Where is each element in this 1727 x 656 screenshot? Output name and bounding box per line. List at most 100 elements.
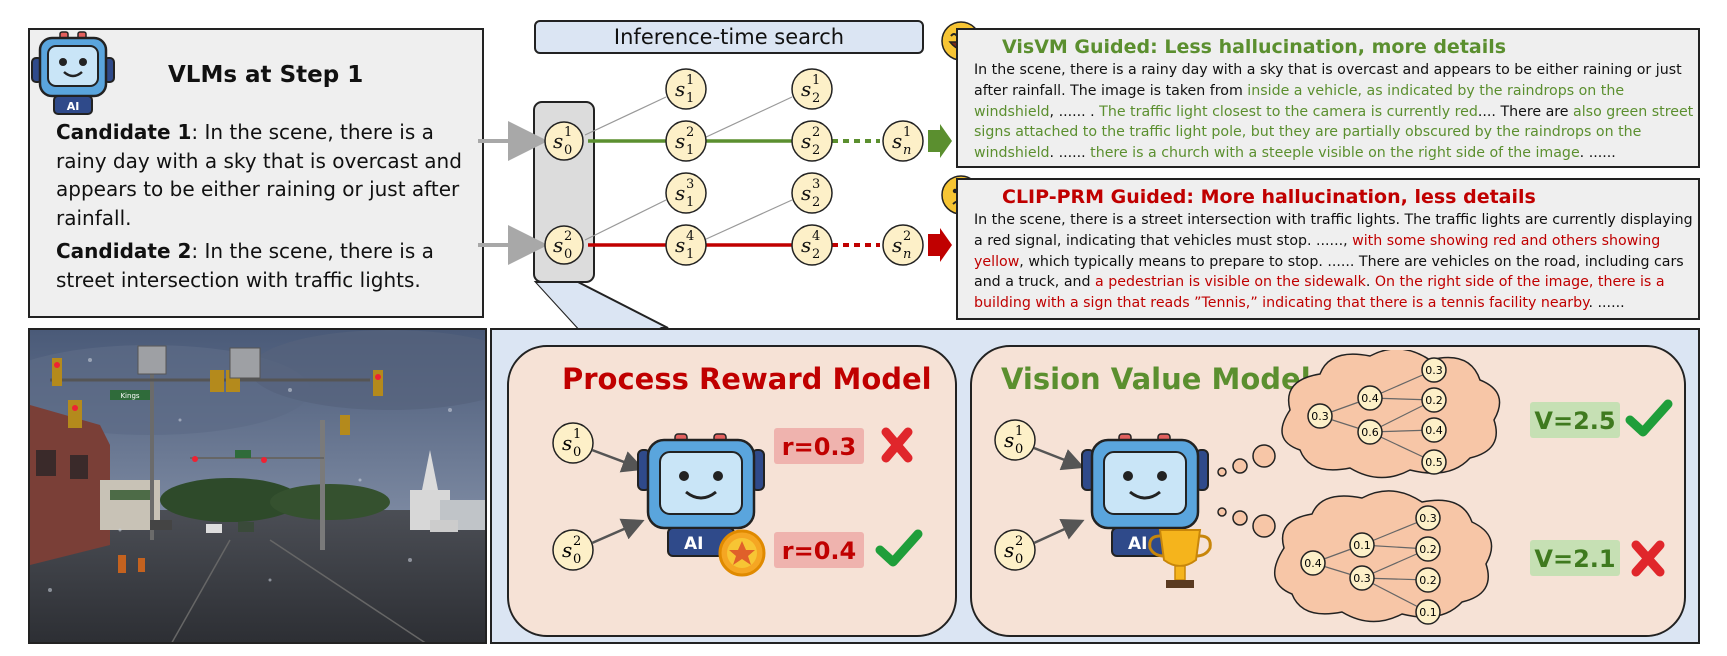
svg-text:2: 2 bbox=[564, 229, 572, 244]
robot-chest-label: AI bbox=[67, 100, 80, 113]
svg-text:s: s bbox=[675, 77, 685, 101]
svg-text:AI: AI bbox=[1128, 534, 1147, 554]
prm-score-2: r=0.4 bbox=[782, 537, 856, 565]
clip-prm-output-title: CLIP-PRM Guided: More hallucination, les… bbox=[1002, 186, 1536, 208]
candidate-1-text: : In the scene, there is a rainy day wit… bbox=[56, 120, 462, 230]
svg-text:s: s bbox=[892, 233, 902, 257]
street-scene-photo: Kings bbox=[28, 328, 487, 644]
svg-text:0.1: 0.1 bbox=[1419, 606, 1437, 619]
vvm-value-1: V=2.5 bbox=[1534, 407, 1615, 435]
vvm-title: Vision Value Model bbox=[1001, 362, 1311, 396]
svg-text:0.6: 0.6 bbox=[1361, 426, 1379, 439]
svg-text:0.4: 0.4 bbox=[1425, 424, 1443, 437]
svg-text:0.2: 0.2 bbox=[1425, 394, 1443, 407]
visvm-output-arrow bbox=[928, 124, 952, 158]
candidate-2-label: Candidate 2 bbox=[56, 239, 192, 263]
svg-text:s: s bbox=[553, 129, 563, 153]
cloud2-node: 0.2 bbox=[1415, 536, 1441, 562]
svg-text:0.4: 0.4 bbox=[1361, 392, 1379, 405]
cloud1-node: 0.4 bbox=[1357, 385, 1383, 411]
svg-text:3: 3 bbox=[812, 177, 820, 192]
clip-prm-output-box: CLIP-PRM Guided: More hallucination, les… bbox=[956, 178, 1700, 320]
cloud2-node: 0.1 bbox=[1349, 532, 1375, 558]
svg-text:2: 2 bbox=[1015, 534, 1023, 549]
prm-score-1: r=0.3 bbox=[782, 433, 856, 461]
vvm-robot-icon: AI bbox=[1081, 433, 1209, 557]
svg-text:s: s bbox=[892, 129, 902, 153]
robot-icon: AI bbox=[31, 31, 115, 115]
svg-text:2: 2 bbox=[812, 125, 820, 140]
svg-text:0: 0 bbox=[1015, 552, 1023, 567]
svg-text:2: 2 bbox=[812, 247, 820, 262]
svg-text:0: 0 bbox=[564, 143, 572, 158]
svg-text:2: 2 bbox=[812, 91, 820, 106]
candidate-1-label: Candidate 1 bbox=[56, 120, 192, 144]
candidate-1: Candidate 1: In the scene, there is a ra… bbox=[56, 118, 466, 232]
trophy-icon bbox=[1148, 529, 1212, 588]
svg-text:0.3: 0.3 bbox=[1311, 410, 1329, 423]
svg-text:s: s bbox=[1004, 428, 1014, 452]
svg-text:s: s bbox=[1004, 538, 1014, 562]
svg-text:2: 2 bbox=[812, 195, 820, 210]
svg-text:3: 3 bbox=[686, 177, 694, 192]
cloud2-node: 0.3 bbox=[1415, 505, 1441, 531]
check-icon bbox=[875, 529, 923, 567]
svg-text:0: 0 bbox=[573, 445, 581, 460]
prm-robot-icon: AI bbox=[637, 433, 765, 557]
cloud2-node: 0.1 bbox=[1415, 599, 1441, 625]
svg-text:n: n bbox=[903, 143, 911, 158]
vvm-value-2: V=2.1 bbox=[1534, 545, 1615, 573]
cross-icon bbox=[881, 427, 913, 463]
street-scene-illustration: Kings bbox=[30, 330, 485, 642]
svg-text:s: s bbox=[675, 129, 685, 153]
visvm-output-text: In the scene, there is a rainy day with … bbox=[974, 62, 1694, 162]
svg-text:2: 2 bbox=[686, 125, 694, 140]
cloud2-node: 0.4 bbox=[1300, 550, 1326, 576]
svg-text:0.3: 0.3 bbox=[1425, 364, 1443, 377]
svg-text:0.2: 0.2 bbox=[1419, 543, 1437, 556]
svg-text:n: n bbox=[903, 247, 911, 262]
svg-text:1: 1 bbox=[686, 91, 694, 106]
star-medal-icon bbox=[718, 529, 766, 577]
svg-text:0.2: 0.2 bbox=[1419, 574, 1437, 587]
candidate-2: Candidate 2: In the scene, there is a st… bbox=[56, 237, 466, 294]
candidate-2-text: : In the scene, there is a street inters… bbox=[56, 239, 434, 292]
svg-text:s: s bbox=[675, 233, 685, 257]
vlm-panel-title: VLMs at Step 1 bbox=[168, 62, 364, 88]
svg-text:0: 0 bbox=[564, 247, 572, 262]
cloud1-node: 0.3 bbox=[1307, 403, 1333, 429]
svg-text:s: s bbox=[553, 233, 563, 257]
cloud1-node: 0.5 bbox=[1421, 449, 1447, 475]
cloud2-node: 0.2 bbox=[1415, 567, 1441, 593]
svg-text:1: 1 bbox=[686, 143, 694, 158]
prm-title: Process Reward Model bbox=[562, 362, 932, 396]
cloud1-node: 0.2 bbox=[1421, 387, 1447, 413]
svg-text:2: 2 bbox=[903, 229, 911, 244]
inference-search-title: Inference-time search bbox=[534, 20, 924, 54]
cloud1-node: 0.4 bbox=[1421, 417, 1447, 443]
svg-text:s: s bbox=[801, 181, 811, 205]
cloud1-node: 0.6 bbox=[1357, 419, 1383, 445]
svg-text:s: s bbox=[562, 431, 572, 455]
svg-text:1: 1 bbox=[686, 195, 694, 210]
svg-text:1: 1 bbox=[686, 73, 694, 88]
check-icon bbox=[1625, 399, 1673, 437]
visvm-output-title: VisVM Guided: Less hallucination, more d… bbox=[1002, 36, 1507, 58]
svg-text:s: s bbox=[801, 129, 811, 153]
svg-text:2: 2 bbox=[812, 143, 820, 158]
svg-text:AI: AI bbox=[684, 534, 703, 554]
svg-text:1: 1 bbox=[573, 427, 581, 442]
svg-text:s: s bbox=[801, 77, 811, 101]
